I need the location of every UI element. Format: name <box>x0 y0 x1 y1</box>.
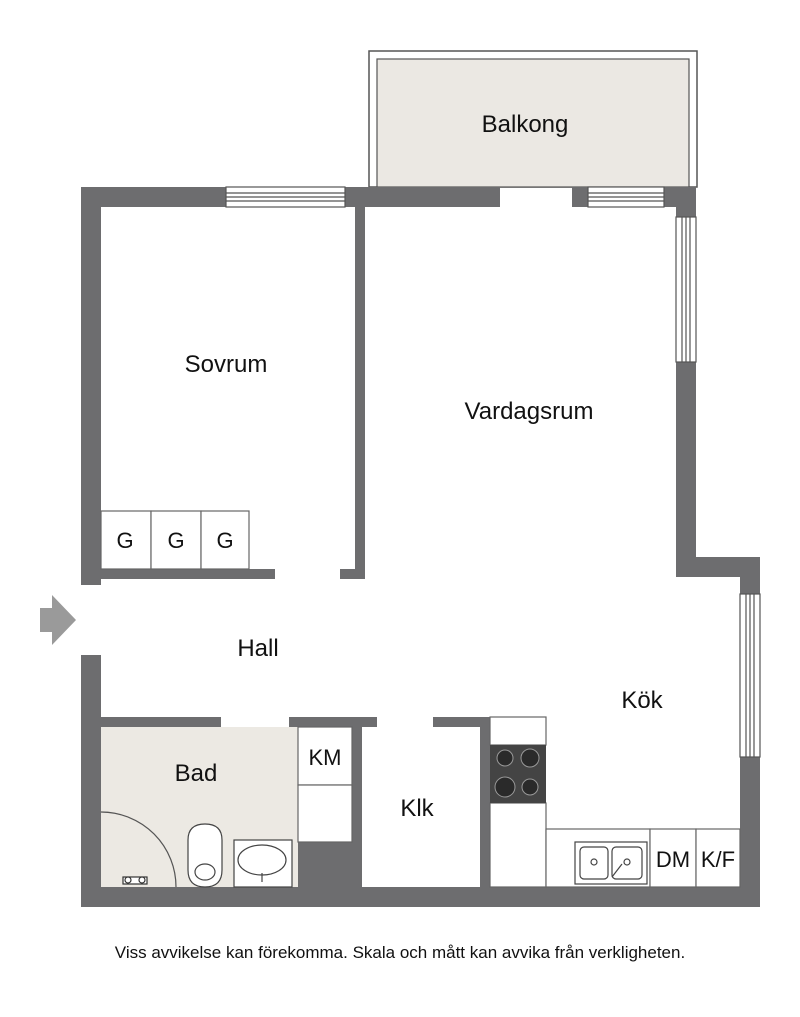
laundry-area <box>297 726 353 843</box>
kitchen-sink <box>574 841 648 885</box>
dishwasher-label: DM <box>656 847 690 872</box>
fridge-freezer-label: K/F <box>701 847 735 872</box>
disclaimer-text: Viss avvikelse kan förekomma. Skala och … <box>114 943 686 962</box>
entrance-arrow-icon <box>40 595 76 645</box>
stove <box>490 745 546 803</box>
sink-bathroom <box>233 839 293 888</box>
room-label-klk: Klk <box>400 795 434 822</box>
outer-walls <box>81 187 760 907</box>
interior-walls <box>101 207 490 887</box>
room-label-hall: Hall <box>237 635 278 662</box>
shower-arc <box>100 811 177 888</box>
room-label-kok: Kök <box>621 687 663 714</box>
wardrobe-label: G <box>116 528 133 553</box>
room-label-bad: Bad <box>175 760 218 787</box>
washing-machine-label: KM <box>309 745 342 770</box>
room-label-balkong: Balkong <box>482 111 569 138</box>
windows <box>225 186 761 758</box>
room-label-sovrum: Sovrum <box>185 351 268 378</box>
wardrobe-label: G <box>167 528 184 553</box>
toilet <box>187 823 223 888</box>
faucet-shower <box>122 876 148 885</box>
balcony <box>368 50 698 188</box>
wardrobe-label: G <box>216 528 233 553</box>
room-label-vardagsrum: Vardagsrum <box>465 398 594 425</box>
wardrobes <box>100 510 250 570</box>
